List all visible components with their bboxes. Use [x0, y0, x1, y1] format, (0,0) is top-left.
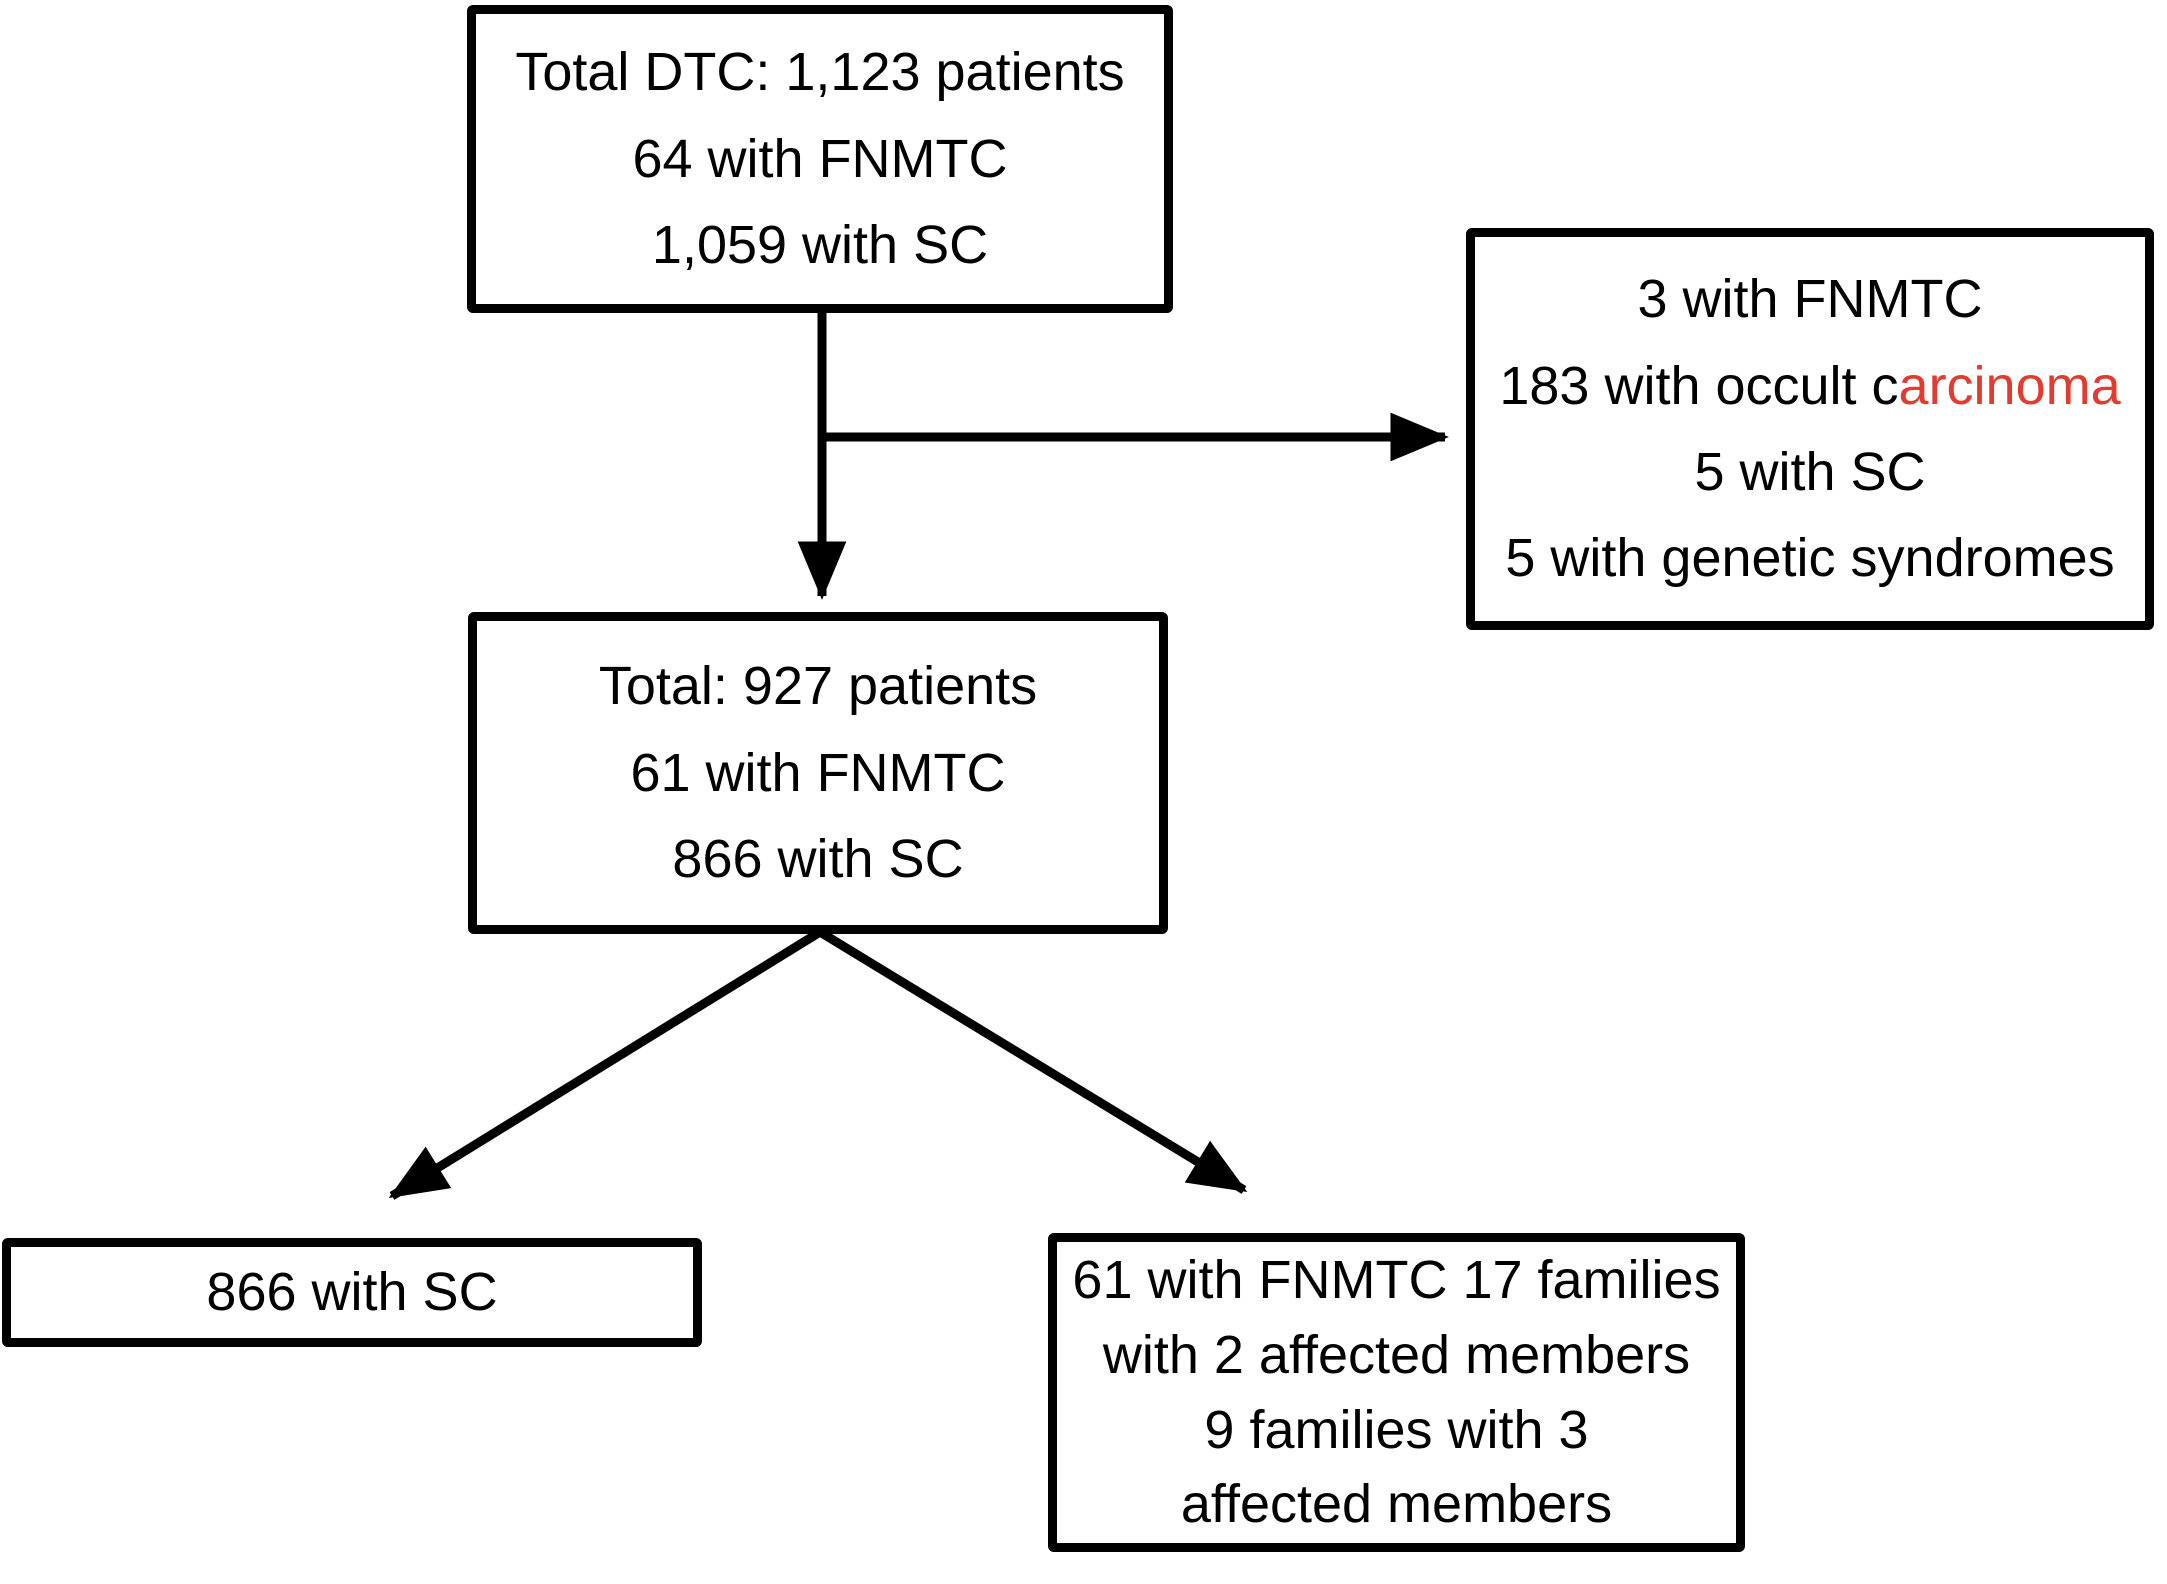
box-line: 3 with FNMTC [1637, 269, 1983, 330]
box-line: Total DTC: 1,123 patients [515, 42, 1125, 103]
box-line: affected members [1180, 1474, 1613, 1535]
box-sc-group: 866 with SC [2, 1238, 702, 1347]
box-exclusions: 3 with FNMTC 183 with occult carcinoma 5… [1466, 228, 2154, 630]
box-line: 61 with FNMTC 17 families [1072, 1250, 1721, 1311]
box-line: 64 with FNMTC [632, 128, 1008, 189]
box-line: Total: 927 patients [598, 656, 1038, 717]
box-line: with 2 affected members [1102, 1324, 1691, 1385]
box-line: 5 with genetic syndromes [1505, 528, 2115, 589]
box-line: 1,059 with SC [651, 215, 989, 276]
box-line-occult-carcinoma: 183 with occult carcinoma [1499, 343, 2120, 429]
box-fnmtc-group: 61 with FNMTC 17 families with 2 affecte… [1048, 1233, 1745, 1552]
carcinoma-highlight-text: arcinoma [1898, 355, 2121, 416]
box-total-included: Total: 927 patients 61 with FNMTC 866 wi… [468, 612, 1168, 934]
occult-prefix-text: 183 with occult c [1499, 355, 1899, 416]
arrow-diagonal-to-sc [388, 928, 823, 1200]
box-total-dtc: Total DTC: 1,123 patients 64 with FNMTC … [467, 5, 1173, 313]
box-line: 5 with SC [1694, 442, 1926, 502]
box-line: 9 families with 3 [1204, 1399, 1589, 1460]
arrow-diagonal-to-fnmtc [817, 928, 1248, 1194]
box-line: 866 with SC [206, 1262, 498, 1323]
box-line: 61 with FNMTC [630, 742, 1006, 803]
box-line: 866 with SC [672, 829, 964, 890]
